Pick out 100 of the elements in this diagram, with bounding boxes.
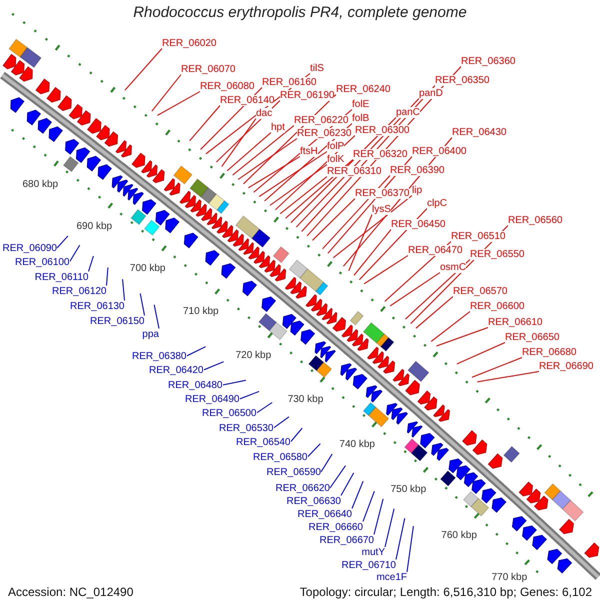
scale-label: 730 kbp [288,394,324,405]
leader-line [384,508,395,548]
gene-label: RER_06100 [15,256,70,268]
gene-label: folK [327,154,344,164]
leader-line [226,132,272,172]
leader-line [186,346,206,356]
gene-label: RER_06380 [132,350,186,362]
gene-label: RER_06160 [262,76,316,88]
gene-label: folE [352,98,370,110]
gene-label: RER_06390 [390,164,444,176]
leader-line [56,235,68,248]
gene-label: RER_06120 [52,286,106,296]
gene-label: RER_06110 [34,272,88,282]
leader-line [415,296,454,329]
gene-label: RER_06130 [70,300,124,312]
leader-line [122,278,125,301]
leader-line [364,255,408,284]
scale-label: 680 kbp [22,178,58,190]
gene-label: dac [256,108,272,118]
gene-label: hpt [271,122,285,132]
leader-line [203,361,224,370]
gene-label: RER_06020 [162,38,216,48]
gene-label: RER_06150 [90,316,144,326]
gene-label: RER_06140 [220,94,274,106]
leader-line [264,123,352,202]
gene-label: tilS [310,62,324,74]
gene-label: RER_06310 [327,166,382,176]
gene-label: RER_06630 [286,496,341,506]
leader-line [358,208,428,280]
gene-label: RER_06090 [2,242,57,254]
scale-label: 710 kbp [183,306,219,318]
gene-label: RER_06370 [355,188,410,198]
gene-label: RER_06230 [297,128,352,138]
leader-line [140,292,145,316]
leader-line [406,526,414,572]
gene-label: RER_06480 [168,380,222,390]
gene-label: RER_06560 [508,214,562,226]
gene-label: osmC [440,262,466,272]
leader-line [154,304,160,329]
gene-label: RER_06620 [276,482,330,494]
leader-line [273,416,290,428]
gene-label: RER_06550 [470,248,524,260]
gene-label: RER_06710 [342,560,396,570]
gene-label: RER_06500 [202,408,256,418]
leader-line [476,371,540,382]
leader-line [269,164,328,206]
leader-line [352,480,364,509]
gene-label: folP [327,140,344,152]
leader-line [88,256,94,272]
map-title: Rhodococcus erythropolis PR4, complete genome [133,4,467,21]
gene-label: RER_06080 [200,80,254,92]
leader-line [374,498,384,535]
leader-line [362,490,375,522]
gene-label: RER_06450 [391,218,446,230]
gene-label: lysS [372,204,391,214]
scale-label: 770 kbp [492,572,528,583]
gene-label: RER_06320 [353,148,408,160]
leader-line [106,267,108,286]
leader-line [436,327,488,346]
gene-label: RER_06420 [149,364,204,376]
leader-line [232,125,294,176]
leader-line [312,198,356,241]
leader-line [472,357,522,378]
gene-label: RER_06660 [308,522,363,532]
leader-line [69,244,80,262]
gene-label: RER_06360 [461,56,516,66]
gene-label: RER_06570 [453,286,508,296]
gene-label: RER_06490 [185,394,240,404]
leader-line [396,518,406,560]
scale-label: 760 kbp [441,530,477,541]
gene-label: RER_06240 [336,84,390,94]
gene-label: lip [412,184,422,196]
gene-label: RER_06690 [539,360,594,372]
leader-line [189,105,220,142]
genome-summary-text: Topology: circular; Length: 6,516,310 bp; Genes: 6,102 [300,585,592,599]
leader-line [320,454,333,472]
leader-line [340,472,354,496]
scale-label: 690 kbp [76,220,112,232]
leader-line [456,342,506,364]
gene-label: RER_06580 [253,452,308,462]
gene-label: RER_06650 [505,332,560,342]
leader-line [258,151,328,198]
gene-label: RER_06640 [298,508,352,520]
gene-label: RER_06530 [219,422,274,434]
accession-text: Accession: NC_012490 [8,585,134,599]
gene-label: RER_06590 [266,466,321,478]
leader-line [274,135,356,210]
gene-label: mutY [362,547,385,558]
gene-label: RER_06470 [408,244,462,256]
gene-label: ppa [142,328,159,340]
gene-label: RER_06670 [320,534,374,546]
gene-label: clpC [427,198,448,208]
gene-label: folB [352,112,370,124]
gene-label: RER_06610 [488,316,542,328]
gene-label: RER_06510 [451,230,506,242]
leader-line [354,229,392,276]
gene-label: panD [419,88,443,98]
leader-line [156,91,200,116]
leader-line [151,74,182,112]
leader-line [404,259,470,320]
